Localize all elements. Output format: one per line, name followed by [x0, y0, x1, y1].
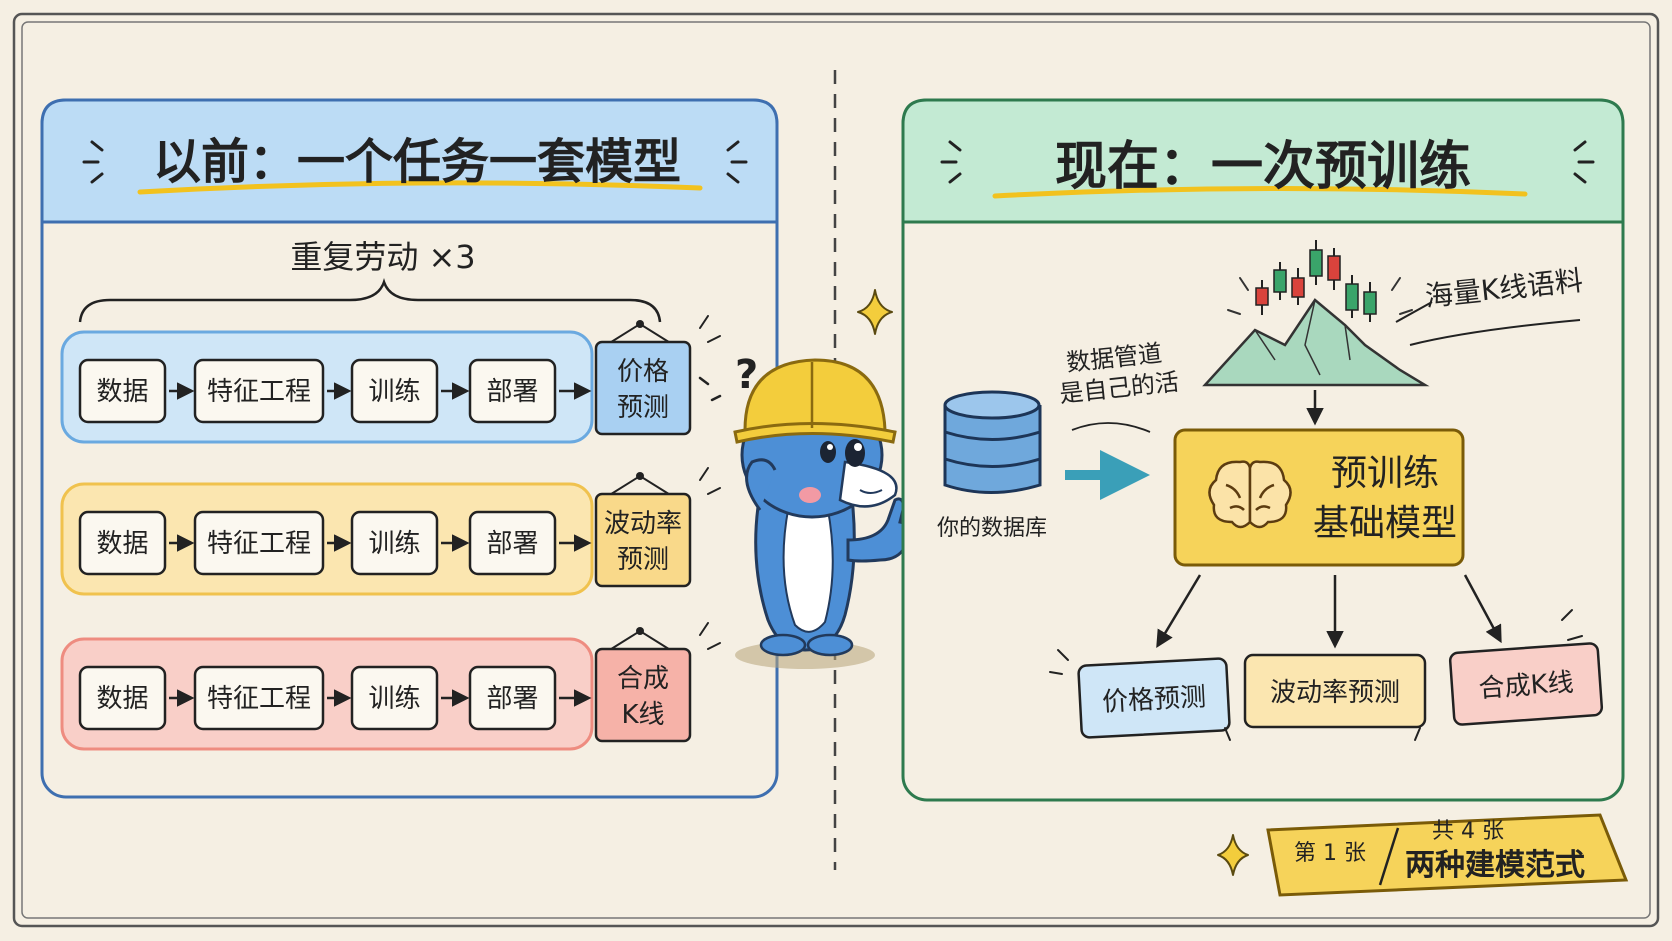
pipeline-step: 特征工程: [193, 665, 325, 731]
pipeline-step: 数据: [78, 510, 167, 576]
page-number: 第 1 张: [1294, 841, 1366, 866]
pipeline-step: 数据: [78, 665, 167, 731]
pipeline-step: 数据: [78, 358, 167, 424]
task-row: 数据 特征工程 训练 部署 价格预测: [60, 315, 721, 444]
pipeline-step: 特征工程: [193, 358, 325, 424]
title-underline: [137, 180, 703, 195]
pipeline-step-label: 数据: [96, 377, 148, 407]
model-label-line2: 基础模型: [1313, 503, 1457, 544]
task-output-label-line2: 预测: [617, 545, 669, 575]
task-rows: 数据特征工程训练部署价格预测数据特征工程训练部署波动率预测数据特征工程训练部署合…: [60, 315, 721, 751]
pipeline-step-label: 特征工程: [207, 377, 311, 407]
pipeline-step-label: 训练: [368, 684, 420, 714]
model-label-line1: 预训练: [1331, 453, 1439, 494]
pipeline-step: 训练: [350, 510, 439, 576]
pipeline-step: 训练: [350, 358, 439, 424]
sparkle-icon: [1217, 834, 1249, 876]
pipeline-step-label: 训练: [368, 529, 420, 559]
task-output-sign: 合成 K线: [594, 622, 721, 743]
task-output-label-line1: 价格: [617, 357, 669, 387]
page-subtitle: 两种建模范式: [1405, 848, 1585, 883]
task-outputs: 价格预测 波动率预测 合成K线: [1077, 642, 1604, 739]
mascot: ?: [698, 352, 911, 669]
pipeline-step: 部署: [468, 665, 557, 731]
repeat-label: 重复劳动 ×3: [290, 238, 475, 276]
pipeline-step-label: 数据: [96, 529, 148, 559]
candle-body: [1363, 291, 1377, 315]
repeat-brace: [78, 278, 662, 323]
task-output-box: 波动率预测: [1243, 653, 1427, 729]
inner-frame: [21, 21, 1651, 919]
task-output-label: 合成K线: [1478, 668, 1575, 705]
task-output-label-line1: 波动率: [604, 509, 682, 539]
pipeline-step: 特征工程: [193, 510, 325, 576]
right-panel: 现在：一次预训练 海量K线语料 数据管道 是自己的活 你的数据库: [901, 98, 1625, 802]
right-title: 现在：一次预训练: [1055, 137, 1471, 197]
title-sparkle-left: [82, 140, 748, 184]
mountain-icon: [1202, 277, 1430, 387]
pipeline-step-label: 训练: [368, 377, 420, 407]
foundation-model-box: 预训练 基础模型: [1173, 428, 1465, 567]
pipeline-step-label: 部署: [486, 529, 538, 559]
pipeline-step-label: 特征工程: [207, 529, 311, 559]
sparkle-icon: [857, 289, 893, 335]
task-output-box: 价格预测: [1077, 657, 1231, 739]
task-row: 数据 特征工程 训练 部署 波动率预测: [60, 467, 721, 596]
page-total: 共 4 张: [1432, 819, 1504, 844]
pipeline-step-label: 部署: [486, 684, 538, 714]
brain-icon: [1208, 460, 1292, 529]
left-panel: 以前：一个任务一套模型 重复劳动 ×3 数据特征工程训练部署价格预测数据特征工程…: [40, 98, 779, 799]
candle-body: [1345, 283, 1359, 311]
left-header: [40, 98, 779, 224]
helmet: [743, 358, 887, 432]
pipeline-step: 部署: [468, 510, 557, 576]
pipeline-step: 部署: [468, 358, 557, 424]
page-indicator: 第 1 张 共 4 张 两种建模范式: [1266, 813, 1629, 897]
database-icon: [943, 390, 1042, 494]
candlestick-icon: [1255, 240, 1377, 322]
task-output-label: 波动率预测: [1270, 678, 1400, 708]
title-sparkle-right: [940, 140, 1595, 184]
task-output-label: 价格预测: [1101, 682, 1206, 717]
pipeline-step-label: 数据: [96, 684, 148, 714]
task-output-label-line2: 预测: [617, 393, 669, 423]
task-output-sign: 波动率预测: [594, 467, 721, 588]
candle-body: [1255, 287, 1269, 306]
task-output-box: 合成K线: [1448, 642, 1604, 726]
question-mark-icon: ?: [735, 352, 758, 398]
outer-frame: [12, 12, 1660, 928]
pipeline-step-label: 特征工程: [207, 684, 311, 714]
pipeline-step-label: 部署: [486, 377, 538, 407]
candle-body: [1327, 255, 1341, 281]
thumbs-up-icon: [846, 497, 911, 563]
task-output-sign: 价格预测: [594, 315, 721, 436]
candle-body: [1309, 249, 1323, 277]
left-title: 以前：一个任务一套模型: [153, 134, 681, 190]
pipeline-step: 训练: [350, 665, 439, 731]
database-label: 你的数据库: [937, 516, 1047, 541]
task-output-label-line1: 合成: [617, 664, 669, 694]
task-row: 数据 特征工程 训练 部署 合成 K线: [60, 622, 721, 751]
candle-body: [1273, 269, 1287, 293]
candle-body: [1291, 277, 1305, 298]
task-output-label-line2: K线: [621, 700, 664, 730]
